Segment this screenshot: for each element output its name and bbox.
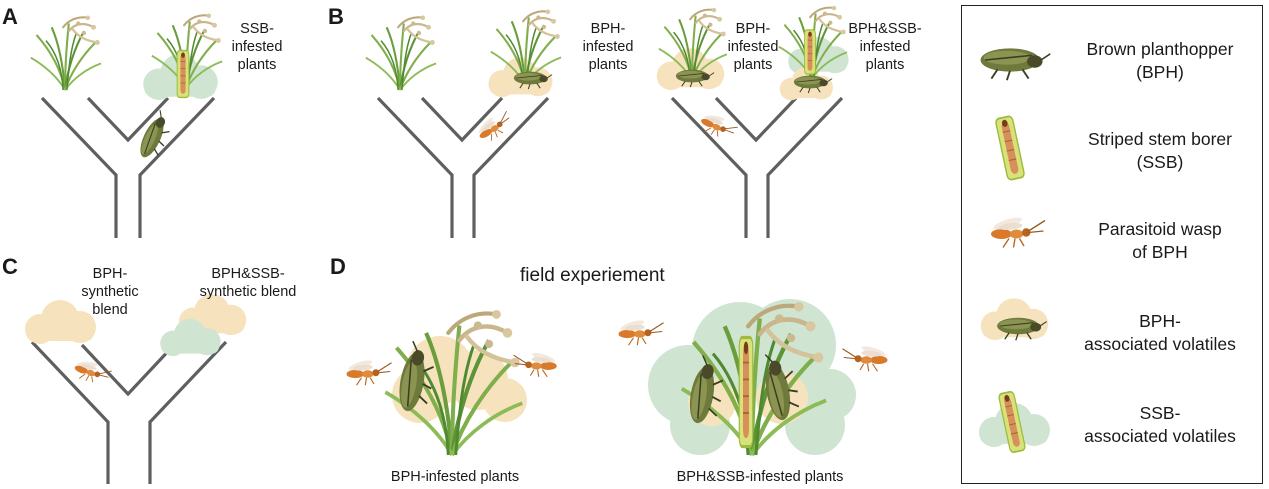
ssb-larva-b: [803, 29, 817, 75]
label-b-bph-infested-mid: BPH- infested plants: [727, 21, 779, 73]
label-c-bph-blend: BPH- synthetic blend: [81, 266, 139, 318]
wasp-insect-field-1: [345, 357, 393, 386]
wasp-insect-field-2: [513, 350, 558, 378]
ssb-larva-a: [176, 49, 190, 99]
legend-label-wasp: Parasitoid wasp of BPH: [1098, 219, 1222, 262]
y-olfactometer-a: [40, 96, 216, 238]
panel-d: [345, 299, 889, 455]
rice-plant-a-left: [29, 14, 103, 92]
label-b-bph-infested-left: BPH- infested plants: [582, 21, 634, 73]
panel-letter-c: C: [2, 254, 18, 279]
legend-label-bph-volatiles: BPH- associated volatiles: [1084, 311, 1236, 354]
caption-d-bph-ssb-infested: BPH&SSB-infested plants: [676, 469, 844, 485]
y-olfactometer-b-right: [670, 96, 844, 238]
legend-label-ssb-volatiles: SSB- associated volatiles: [1084, 403, 1236, 446]
ssb-larva-field: [737, 335, 755, 449]
legend-label-bph: Brown planthopper (BPH): [1086, 39, 1234, 82]
label-b-bph-ssb-infested: BPH&SSB- infested plants: [848, 21, 922, 73]
y-olfactometer-b-left: [376, 96, 550, 238]
caption-d-bph-infested: BPH-infested plants: [390, 469, 520, 485]
bph-insect-a: [135, 107, 178, 164]
rice-plant-b-1: [364, 14, 438, 92]
legend-box: [961, 5, 1263, 484]
label-a-ssb-infested: SSB- infested plants: [231, 21, 283, 73]
panel-b: [364, 4, 849, 238]
y-olfactometer-c: [30, 340, 228, 484]
legend-label-ssb: Striped stem borer (SSB): [1088, 129, 1232, 172]
label-c-bph-ssb-blend: BPH&SSB- synthetic blend: [199, 266, 297, 300]
panel-c: [25, 294, 247, 484]
panel-letter-a: A: [2, 4, 18, 29]
panel-a: [29, 12, 224, 238]
panel-letter-b: B: [328, 4, 344, 29]
wasp-insect-field-3: [617, 317, 665, 346]
title-field-experiment: field experiement: [520, 265, 665, 286]
panel-letter-d: D: [330, 254, 346, 279]
wasp-insect-field-4: [841, 343, 889, 372]
